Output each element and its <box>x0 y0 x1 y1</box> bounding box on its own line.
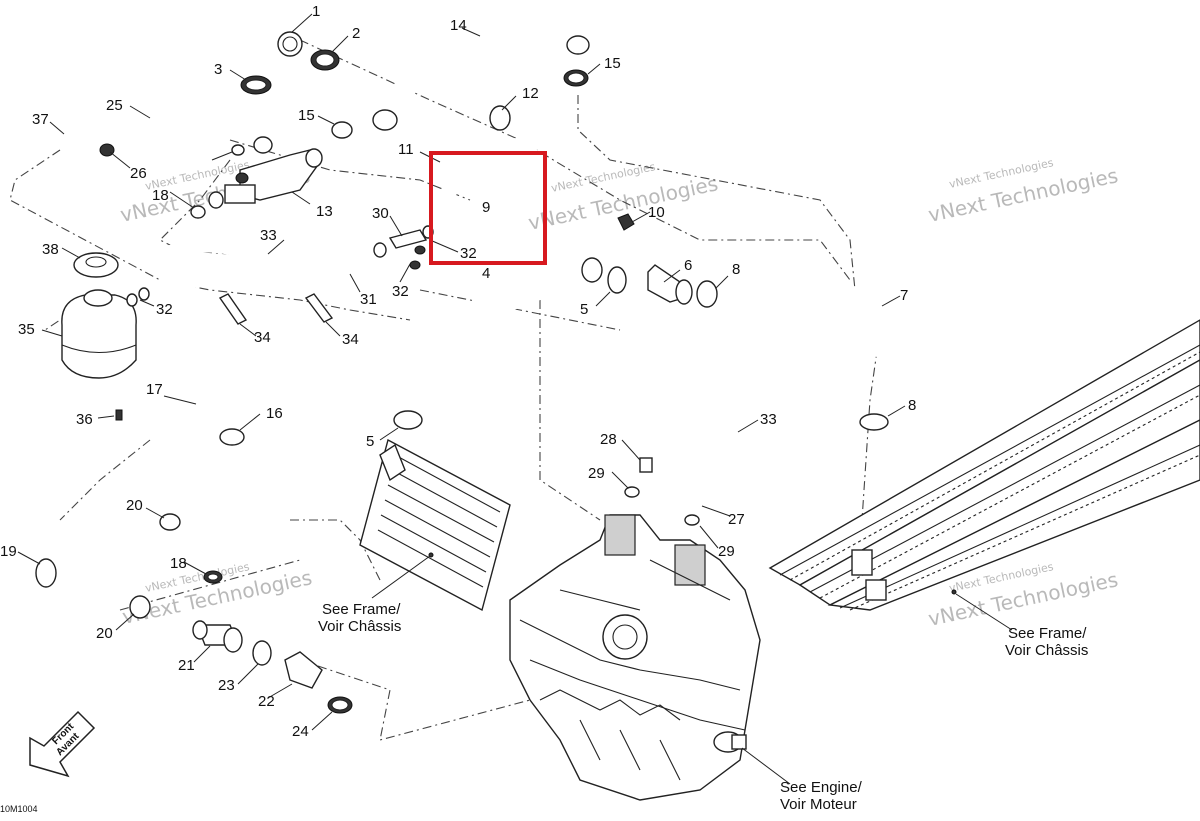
callout-label: 14 <box>450 17 467 34</box>
callout-label: 16 <box>266 405 283 422</box>
engine-block <box>509 514 761 801</box>
hose-14 <box>370 22 590 131</box>
leader-lines <box>17 13 1013 785</box>
engine-note-line1: See Engine/ <box>780 779 863 796</box>
callout-label: 7 <box>900 287 908 304</box>
frame-note-right-line1: See Frame/ <box>1008 625 1087 642</box>
hose-31 <box>143 255 377 297</box>
callout-label: 6 <box>684 257 692 274</box>
hose-11 <box>434 124 541 166</box>
callout-label: 13 <box>316 203 333 220</box>
callout-label: 21 <box>178 657 195 674</box>
callout-label: 9 <box>482 199 490 216</box>
callout-label: 32 <box>460 245 477 262</box>
callout-label: 32 <box>156 301 173 318</box>
callout-label: 17 <box>146 381 163 398</box>
callout-label: 31 <box>360 291 377 308</box>
hose-28 <box>645 425 705 515</box>
callout-label: 18 <box>152 187 169 204</box>
callout-label: 22 <box>258 693 275 710</box>
callout-label: 27 <box>728 511 745 528</box>
callout-label: 11 <box>398 141 414 158</box>
drawing-code: 10M1004 <box>0 804 38 814</box>
callout-label: 1 <box>312 3 320 20</box>
hose-1 <box>237 10 303 57</box>
hose-7 <box>838 295 890 357</box>
frame-note-left-line1: See Frame/ <box>322 601 401 618</box>
callout-label: 34 <box>342 331 359 348</box>
callout-label: 4 <box>482 265 490 282</box>
hose-17 <box>185 364 243 551</box>
callout-label: 37 <box>32 111 49 128</box>
callout-label: 33 <box>260 227 277 244</box>
callout-label: 23 <box>218 677 235 694</box>
callout-label: 29 <box>588 465 605 482</box>
engine-note-line2: Voir Moteur <box>780 796 857 813</box>
hose-37 <box>34 136 74 200</box>
hose-33-lower <box>681 416 747 494</box>
callout-label: 36 <box>76 411 93 428</box>
callout-label: 28 <box>600 431 617 448</box>
callout-label: 8 <box>908 397 916 414</box>
front-arrow-icon: Front Avant <box>29 710 96 778</box>
callout-label: 3 <box>214 61 222 78</box>
callout-label: 20 <box>96 625 113 642</box>
fittings <box>61 49 889 714</box>
hose-25 <box>124 105 241 138</box>
radiator <box>359 438 511 612</box>
callout-label: 15 <box>604 55 621 72</box>
callout-label: 18 <box>170 555 187 572</box>
callout-label: 32 <box>392 283 409 300</box>
callout-label: 15 <box>298 107 315 124</box>
hose-19 <box>35 522 165 588</box>
callout-label: 38 <box>42 241 59 258</box>
callout-label: 34 <box>254 329 271 346</box>
callout-label: 24 <box>292 723 309 740</box>
callout-label: 30 <box>372 205 389 222</box>
callout-labels: 1 2 3 4 5 5 6 7 8 8 9 10 11 12 13 14 15 … <box>0 3 916 740</box>
frame-note-left-line2: Voir Châssis <box>318 618 401 635</box>
frame-note-right-line2: Voir Châssis <box>1005 642 1088 659</box>
callout-label: 25 <box>106 97 123 114</box>
callout-label: 33 <box>760 411 777 428</box>
hose-9 <box>433 170 547 222</box>
callout-label: 26 <box>130 165 147 182</box>
callout-label: 5 <box>580 301 588 318</box>
callout-label: 5 <box>366 433 374 450</box>
frame-rails <box>768 319 1200 611</box>
reference-notes: See Frame/ Voir Châssis See Frame/ Voir … <box>318 601 1088 813</box>
hose-33-upper <box>151 238 362 265</box>
callout-label: 10 <box>648 204 665 221</box>
callout-label: 35 <box>18 321 35 338</box>
callout-label: 8 <box>732 261 740 278</box>
callout-label: 20 <box>126 497 143 514</box>
callout-label: 2 <box>352 25 360 42</box>
callout-label: 12 <box>522 85 539 102</box>
hose-4 <box>404 257 603 406</box>
highlight-box <box>429 151 547 265</box>
callout-label: 29 <box>718 543 735 560</box>
callout-label: 19 <box>0 543 17 560</box>
